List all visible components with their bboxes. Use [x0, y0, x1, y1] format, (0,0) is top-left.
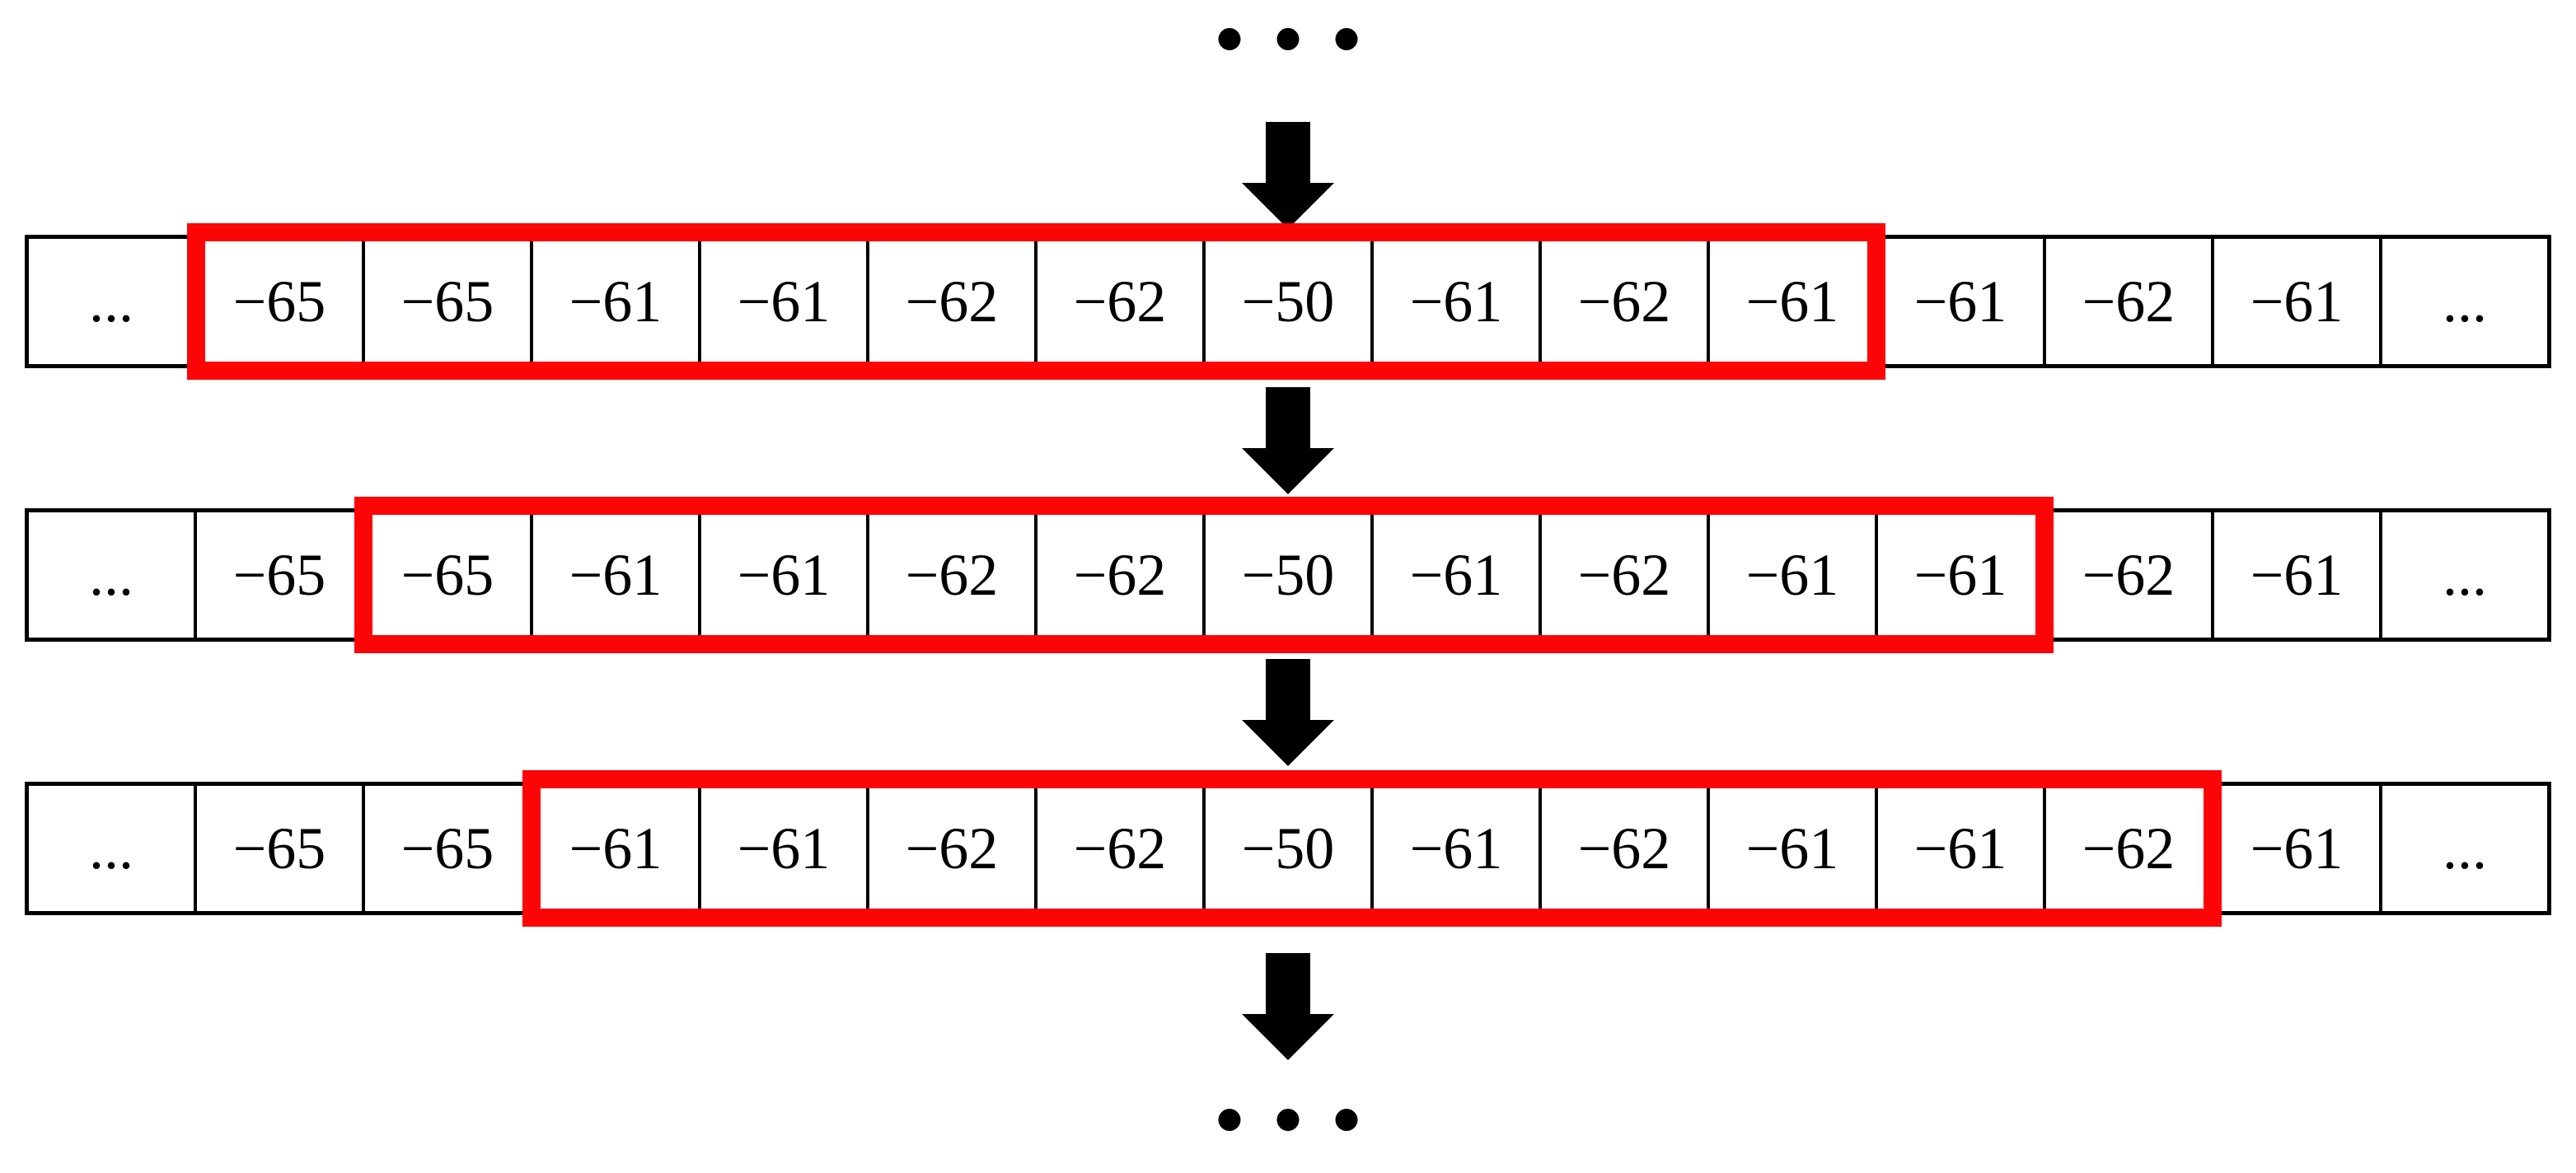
sequence-cell: −61	[1370, 239, 1539, 364]
sequence-cell: ...	[2379, 786, 2547, 911]
sequence-cell: −62	[2043, 239, 2211, 364]
sequence-cell: −65	[194, 239, 362, 364]
sequence-cell: −65	[194, 786, 362, 911]
sequence-cell: −61	[698, 786, 866, 911]
ellipsis-dot	[1335, 28, 1358, 50]
sequence-cell: −61	[530, 786, 698, 911]
sequence-cell: −65	[362, 786, 530, 911]
sequence-cell: −62	[866, 512, 1034, 638]
ellipsis-dots-bottom	[1218, 1109, 1358, 1131]
sequence-cell: −62	[1034, 239, 1202, 364]
down-arrow-icon	[1242, 953, 1334, 1060]
sequence-cell: −61	[1707, 239, 1875, 364]
sequence-row-2: ... −65 −65 −61 −61 −62 −62 −50 −61 −62 …	[25, 497, 2551, 653]
down-arrow-icon	[1242, 122, 1334, 229]
sequence-cell: −50	[1202, 786, 1370, 911]
ellipsis-dot	[1276, 28, 1300, 50]
sequence-cell: −61	[1707, 512, 1875, 638]
sequence-cell: −61	[2211, 786, 2379, 911]
sequence-cell: −50	[1202, 512, 1370, 638]
sequence-cell: −62	[1539, 786, 1707, 911]
sequence-cell: −61	[530, 239, 698, 364]
sequence-cell: −61	[2211, 239, 2379, 364]
sequence-cell: −62	[866, 786, 1034, 911]
sequence-cell: −62	[866, 239, 1034, 364]
sequence-cell: −61	[1370, 512, 1539, 638]
ellipsis-dot	[1218, 28, 1241, 50]
sequence-cell: −62	[2043, 786, 2211, 911]
sequence-cell: −61	[1875, 239, 2043, 364]
ellipsis-dot	[1276, 1109, 1300, 1131]
down-arrow-icon	[1242, 387, 1334, 494]
sequence-row-1: ... −65 −65 −61 −61 −62 −62 −50 −61 −62 …	[25, 223, 2551, 380]
sequence-cell: −61	[1875, 512, 2043, 638]
sequence-cell: −61	[1370, 786, 1539, 911]
sequence-cell: −62	[1034, 512, 1202, 638]
sequence-cell: −62	[1539, 512, 1707, 638]
sequence-row-3: ... −65 −65 −61 −61 −62 −62 −50 −61 −62 …	[25, 770, 2551, 927]
sequence-cell: −50	[1202, 239, 1370, 364]
sequence-cell: −62	[2043, 512, 2211, 638]
sequence-cell: −65	[362, 512, 530, 638]
sequence-cell: ...	[89, 542, 133, 608]
sequence-cell: ...	[89, 269, 133, 334]
sequence-cell: −61	[530, 512, 698, 638]
sequence-cell: ...	[2379, 239, 2547, 364]
sequence-cell: ...	[2379, 512, 2547, 638]
sequence-cell: −61	[1875, 786, 2043, 911]
down-arrow-icon	[1242, 659, 1334, 766]
sequence-cell: −65	[362, 239, 530, 364]
ellipsis-dot	[1218, 1109, 1241, 1131]
sequence-cell: −61	[698, 512, 866, 638]
sequence-cell: ...	[89, 815, 133, 881]
sequence-cell: −61	[1707, 786, 1875, 911]
sequence-cell: −62	[1034, 786, 1202, 911]
sequence-cell: −61	[2211, 512, 2379, 638]
ellipsis-dots-top	[1218, 28, 1358, 50]
sequence-cell: −65	[194, 512, 362, 638]
ellipsis-dot	[1335, 1109, 1358, 1131]
sequence-cell: −62	[1539, 239, 1707, 364]
sequence-cell: −61	[698, 239, 866, 364]
